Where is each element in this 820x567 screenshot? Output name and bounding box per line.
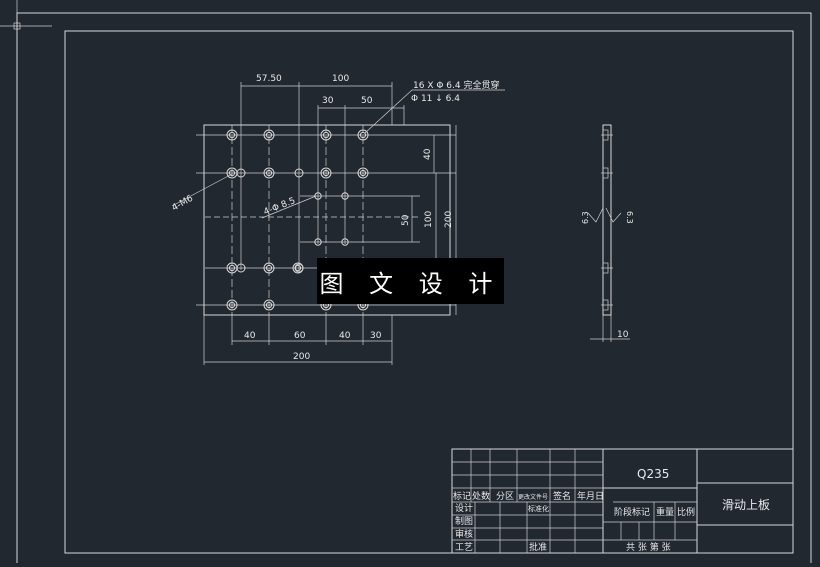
side-view: 10 6.3 6.3 xyxy=(581,124,634,342)
dim-200-right: 200 xyxy=(444,211,454,228)
through-hole xyxy=(322,169,330,177)
through-hole xyxy=(359,131,367,139)
plate-outline xyxy=(203,124,451,316)
rev-header-5: 年月日 xyxy=(577,490,604,502)
material-label: Q235 xyxy=(637,467,669,481)
role-design: 设计 xyxy=(455,502,473,514)
dim-57-50: 57.50 xyxy=(256,74,282,84)
counterbore-hole xyxy=(263,299,275,311)
role-process: 工艺 xyxy=(455,542,473,553)
through-hole xyxy=(359,169,367,177)
dim-100-right: 100 xyxy=(424,211,434,228)
rev-header-2: 分区 xyxy=(496,491,514,502)
counterbore-hole xyxy=(357,129,369,141)
counterbore-hole xyxy=(226,129,238,141)
dim-200-bottom: 200 xyxy=(293,352,310,362)
bottom-dimensions: 40 60 40 30 200 xyxy=(203,315,393,365)
role-drafting: 制图 xyxy=(455,515,473,527)
counterbore-hole xyxy=(226,299,238,311)
counterbore-hole xyxy=(263,262,275,274)
counterbore-hole xyxy=(320,167,332,179)
hole-note-1: 16 X Φ 6.4 完全贯穿 xyxy=(413,79,499,91)
dim-100-top: 100 xyxy=(332,74,349,84)
counterbore-hole xyxy=(263,167,275,179)
weight-label: 重量 xyxy=(656,506,674,518)
watermark-banner: 图 文 设 计 xyxy=(317,258,504,304)
through-hole xyxy=(322,131,330,139)
thread-note: 4-M6 xyxy=(171,194,196,214)
crosshair-cursor xyxy=(0,0,52,60)
dim-60-bottom: 60 xyxy=(294,331,306,341)
through-hole xyxy=(228,169,236,177)
pin-hole xyxy=(341,238,349,246)
roughness-right: 6.3 xyxy=(625,211,634,224)
through-hole xyxy=(228,264,236,272)
part-name: 滑动上板 xyxy=(722,498,770,512)
pin-callout: 4-Φ 8.5 xyxy=(261,195,317,219)
pin-note: 4-Φ 8.5 xyxy=(262,196,297,218)
hole-note-2: Φ 11 ↓ 6.4 xyxy=(411,94,460,104)
side-outline xyxy=(602,124,612,316)
counterbore-hole xyxy=(320,129,332,141)
counterbore-hole xyxy=(263,129,275,141)
roughness-left: 6.3 xyxy=(581,211,590,224)
thread-callout: 4-M6 xyxy=(171,173,233,214)
rev-header-1: 处数 xyxy=(472,490,490,502)
threaded-hole xyxy=(294,168,304,178)
dim-40-bottom-b: 40 xyxy=(339,331,351,341)
rev-header-3: 更改文件号 xyxy=(518,493,548,501)
scale-label: 比例 xyxy=(677,506,695,518)
pin-hole xyxy=(341,192,349,200)
title-block: Q235 滑动上板 标记 处数 分区 更改文件号 签名 年月日 设计 制图 审核… xyxy=(451,448,794,554)
through-hole xyxy=(265,264,273,272)
through-hole xyxy=(265,301,273,309)
role-review: 审核 xyxy=(455,528,473,540)
standardize-label: 标准化 xyxy=(528,504,549,513)
pin-hole xyxy=(314,192,322,200)
through-hole xyxy=(228,301,236,309)
dim-30-top: 30 xyxy=(322,96,334,106)
hole-pattern xyxy=(226,129,369,311)
counterbore-hole xyxy=(357,167,369,179)
hole-callout: 16 X Φ 6.4 完全贯穿 Φ 11 ↓ 6.4 xyxy=(364,79,505,134)
threaded-hole xyxy=(236,263,246,273)
rev-header-0: 标记 xyxy=(453,490,471,502)
stage-mark-label: 阶段标记 xyxy=(614,506,650,518)
outer-frame xyxy=(16,12,812,567)
dim-30-bottom: 30 xyxy=(370,331,382,341)
approve-label: 批准 xyxy=(529,541,547,553)
dim-50-right: 50 xyxy=(401,214,411,226)
rev-header-4: 签名 xyxy=(553,490,571,502)
threaded-hole xyxy=(294,263,304,273)
right-dimensions: 40 50 100 200 xyxy=(401,125,457,315)
dim-40-right: 40 xyxy=(423,148,433,160)
pin-hole xyxy=(314,238,322,246)
inner-frame xyxy=(64,30,794,554)
threaded-hole xyxy=(236,168,246,178)
through-hole xyxy=(228,131,236,139)
through-hole xyxy=(265,131,273,139)
top-dimensions: 57.50 100 30 50 xyxy=(241,74,404,109)
dim-50-top: 50 xyxy=(361,96,373,106)
sheet-info: 共 张 第 张 xyxy=(626,541,671,553)
dim-40-bottom-a: 40 xyxy=(244,331,256,341)
front-view xyxy=(196,82,456,316)
dim-10-side: 10 xyxy=(617,330,629,340)
through-hole xyxy=(265,169,273,177)
